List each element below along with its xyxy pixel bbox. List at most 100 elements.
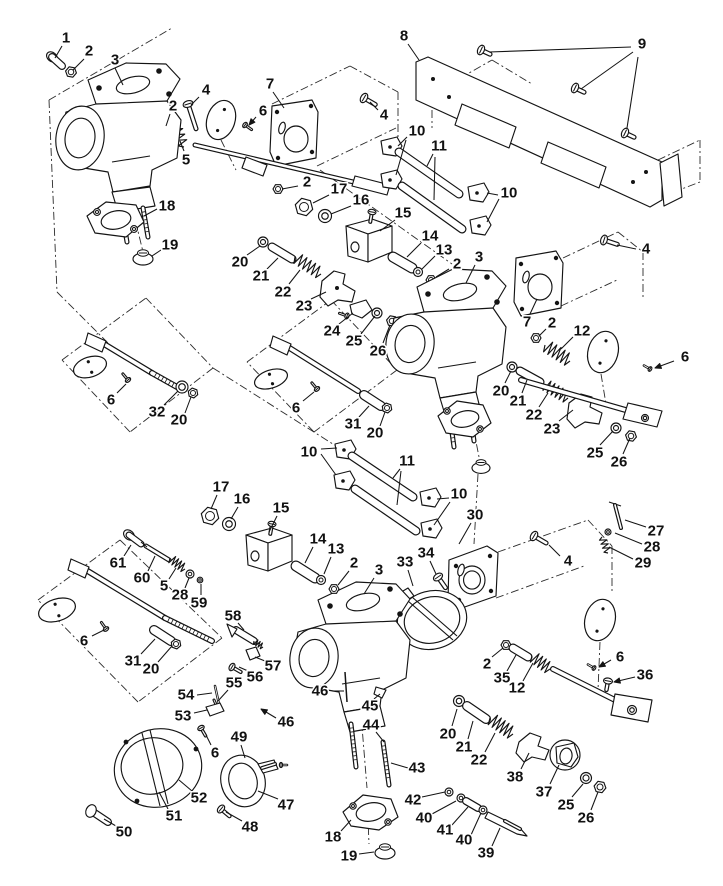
leader-line: [190, 96, 200, 106]
leader-line: [407, 569, 414, 587]
part-outline: [351, 175, 391, 196]
callout-25: 25: [587, 445, 604, 462]
leader-line: [165, 113, 171, 127]
cylinder: [388, 252, 417, 273]
thread: [195, 631, 199, 637]
hex-nut: [503, 642, 509, 648]
leader-line: [431, 800, 457, 815]
leader-line: [210, 494, 218, 510]
screw-shaft: [221, 809, 231, 818]
part-ellipse: [442, 282, 478, 302]
thread: [349, 731, 355, 733]
construction-line: [359, 701, 368, 789]
callout-2: 2: [453, 256, 461, 273]
part-ellipse: [355, 802, 387, 822]
leader-line: [491, 827, 501, 847]
part-hole: [387, 586, 393, 592]
leader-line: [397, 136, 408, 147]
callout-20: 20: [143, 661, 160, 678]
hex-nut: [294, 197, 314, 217]
cylinder: [150, 626, 175, 645]
callout-59: 59: [191, 595, 208, 612]
leader-line: [320, 447, 338, 450]
disc-face: [205, 99, 237, 141]
thread: [153, 372, 158, 378]
leader-line: [571, 783, 584, 798]
disc-face: [586, 330, 620, 374]
leader-arrowhead: [613, 677, 621, 684]
leader-line: [375, 731, 385, 743]
leader-line: [488, 46, 632, 53]
screw-slot: [314, 387, 320, 391]
leader-line: [614, 532, 643, 545]
thread: [199, 632, 203, 639]
thread: [143, 222, 149, 225]
leader-line: [304, 546, 314, 564]
leader-line: [151, 249, 162, 257]
cylinder: [395, 148, 463, 198]
cylinder: [102, 342, 154, 375]
leader-line: [266, 257, 279, 270]
leader-line: [302, 391, 315, 402]
construction-line: [587, 519, 613, 547]
callout-31: 31: [345, 416, 362, 433]
callout-15: 15: [273, 500, 290, 517]
leader-line: [240, 744, 246, 759]
callout-7: 7: [266, 76, 274, 93]
pipe-clamp-hole: [477, 224, 481, 228]
part-hole: [96, 85, 102, 91]
part-hole: [644, 170, 648, 174]
disc-screw: [53, 602, 57, 606]
butterfly-disc: [583, 598, 617, 642]
spring: [487, 714, 514, 739]
part-hole: [425, 291, 431, 297]
screw-shaft: [438, 577, 447, 589]
callout-2: 2: [483, 656, 491, 673]
leader-line: [549, 764, 560, 785]
cylinder: [351, 485, 420, 535]
callout-51: 51: [166, 808, 183, 825]
leader-line: [254, 656, 266, 662]
hex-nut: [190, 390, 196, 396]
part-hole: [431, 77, 435, 81]
leader-line: [123, 544, 132, 557]
construction-line: [129, 367, 214, 433]
construction-line: [137, 637, 223, 703]
leader-line: [72, 58, 85, 71]
part-ring: [582, 774, 590, 782]
thread: [167, 617, 171, 623]
part-ellipse: [100, 210, 132, 230]
screw-slot: [125, 378, 131, 382]
cylinder: [193, 143, 364, 186]
leader-line: [310, 291, 327, 300]
part-hole: [309, 149, 315, 155]
callout-6: 6: [616, 649, 624, 666]
thread: [382, 753, 387, 755]
screw-slot: [478, 46, 484, 54]
leader-line: [103, 818, 117, 827]
callout-61: 61: [110, 555, 127, 572]
callout-12: 12: [509, 680, 526, 697]
disc-screw: [216, 128, 220, 133]
leader-line: [323, 556, 332, 575]
part-outline: [566, 393, 603, 429]
callout-23: 23: [296, 298, 313, 315]
callout-16: 16: [353, 192, 370, 209]
screw-slot: [531, 532, 537, 540]
callout-22: 22: [275, 284, 292, 301]
part-line: [411, 596, 458, 637]
part-ring: [259, 238, 267, 246]
hex-nut: [331, 586, 337, 592]
thread: [144, 230, 150, 233]
leader-line: [320, 453, 337, 476]
callout-39: 39: [478, 845, 495, 862]
callout-20: 20: [440, 726, 457, 743]
screw-slot: [604, 679, 612, 683]
callout-5: 5: [160, 578, 168, 595]
callout-58: 58: [225, 608, 242, 625]
callout-11: 11: [399, 453, 415, 470]
leader-line: [590, 791, 599, 811]
part-ring: [178, 383, 186, 391]
butterfly-disc: [205, 99, 237, 141]
callout-7: 7: [523, 314, 531, 331]
